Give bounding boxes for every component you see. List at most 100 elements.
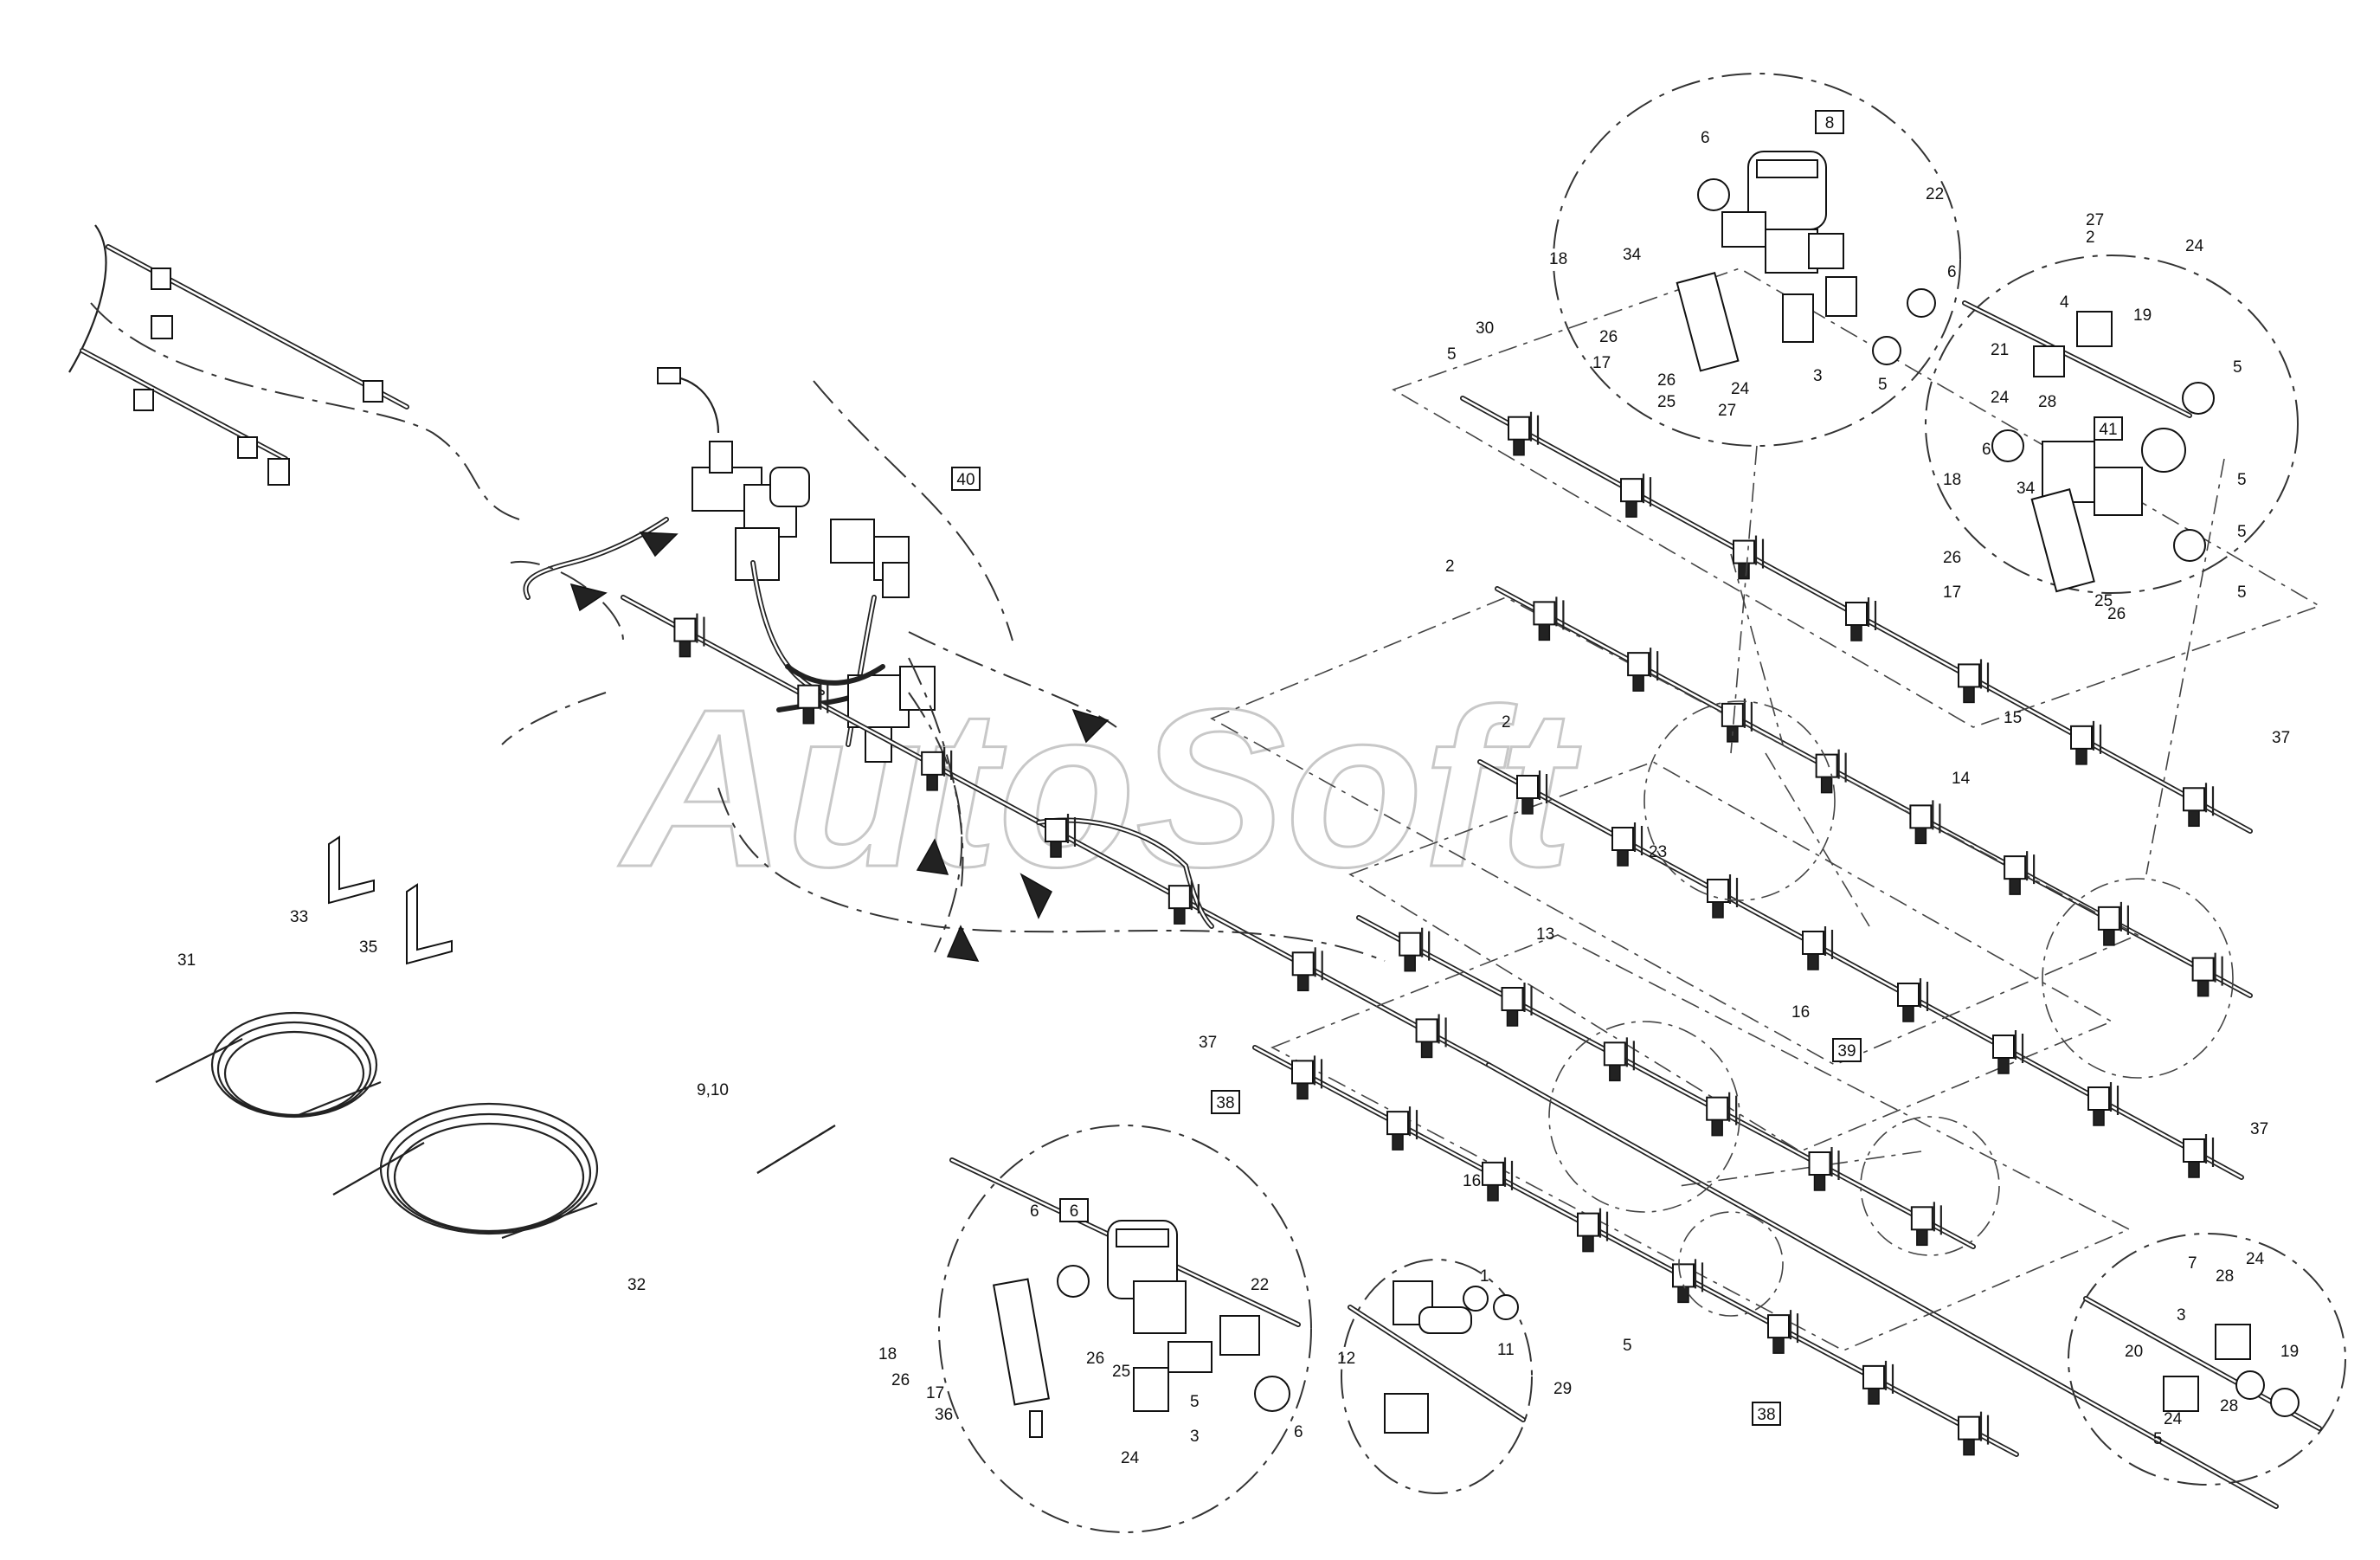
nozzle-body bbox=[1501, 983, 1533, 1027]
nozzle-body bbox=[1733, 535, 1765, 580]
nozzle-body bbox=[1767, 1310, 1799, 1354]
nozzle-body bbox=[1386, 1106, 1418, 1151]
callout-label: 7 bbox=[2188, 1254, 2197, 1273]
callout-label: 29 bbox=[1553, 1380, 1572, 1398]
callout-label: 18 bbox=[1943, 471, 1961, 489]
callout-label: 26 bbox=[1086, 1350, 1104, 1368]
callout-label: 2 bbox=[2086, 229, 2095, 247]
svg-text:38: 38 bbox=[1757, 1406, 1775, 1424]
boxed-callout: 39 bbox=[1832, 1038, 1862, 1062]
nozzle-body bbox=[1620, 474, 1652, 518]
svg-text:38: 38 bbox=[1216, 1094, 1234, 1112]
small-detail-circles bbox=[1548, 700, 2234, 1317]
nozzle-body bbox=[2183, 783, 2215, 828]
bracket-33 bbox=[328, 835, 375, 905]
watermark: AutoSoft bbox=[616, 663, 1582, 914]
nozzle-body bbox=[2191, 952, 2223, 997]
nozzle-body bbox=[1611, 822, 1643, 867]
nozzle-body bbox=[1815, 749, 1847, 794]
callout-label: 28 bbox=[2038, 393, 2056, 411]
callout-label: 24 bbox=[2164, 1410, 2183, 1428]
callout-label: 11 bbox=[1497, 1341, 1515, 1359]
nozzle-body bbox=[1291, 1055, 1323, 1100]
callout-label: 25 bbox=[1112, 1363, 1130, 1381]
callout-label: 35 bbox=[359, 938, 377, 957]
svg-text:6: 6 bbox=[1070, 1202, 1079, 1221]
nozzle-body bbox=[1808, 1147, 1840, 1191]
callout-label: 5 bbox=[2237, 471, 2247, 489]
boxed-callout: 38 bbox=[1211, 1090, 1240, 1114]
callout-label: 26 bbox=[891, 1371, 910, 1389]
nozzle-body bbox=[1603, 1037, 1635, 1082]
nozzle-body bbox=[1672, 1259, 1704, 1304]
chain-9-10 bbox=[756, 1125, 836, 1174]
callout-label: 23 bbox=[1649, 843, 1667, 861]
nozzle-body bbox=[1533, 596, 1565, 641]
nozzle-body bbox=[1862, 1360, 1894, 1405]
callout-label: 34 bbox=[1623, 246, 1642, 264]
callout-label: 3 bbox=[1190, 1428, 1200, 1446]
callout-label: 17 bbox=[926, 1384, 944, 1402]
hose-coil-31 bbox=[155, 1011, 382, 1118]
callout-label: 6 bbox=[1947, 263, 1957, 281]
callout-label: 5 bbox=[1878, 376, 1888, 394]
nozzle-body bbox=[1802, 926, 1834, 970]
callout-label: 13 bbox=[1536, 925, 1554, 944]
callout-label: 5 bbox=[1623, 1337, 1632, 1355]
nozzle-body bbox=[1845, 597, 1877, 641]
svg-text:39: 39 bbox=[1837, 1042, 1856, 1060]
callout-label: 5 bbox=[2237, 583, 2247, 602]
callout-label: 12 bbox=[1337, 1350, 1355, 1368]
callout-label: 30 bbox=[1476, 319, 1494, 338]
callout-label: 2 bbox=[1445, 558, 1455, 576]
callout-label: 4 bbox=[2060, 293, 2069, 312]
callout-label: 1 bbox=[1480, 1267, 1489, 1286]
callout-label: 31 bbox=[177, 951, 196, 970]
callout-label: 24 bbox=[1121, 1449, 1140, 1467]
callout-label: 26 bbox=[1943, 549, 1961, 567]
nozzle-body bbox=[1958, 1411, 1990, 1456]
nozzle-body bbox=[1910, 1202, 1942, 1247]
callout-label: 3 bbox=[1813, 367, 1823, 385]
callout-label: 18 bbox=[1549, 250, 1567, 268]
callout-label: 16 bbox=[1463, 1172, 1481, 1190]
callout-label: 27 bbox=[2086, 211, 2104, 229]
nozzle-body bbox=[1291, 947, 1323, 992]
callout-label: 5 bbox=[2153, 1430, 2163, 1448]
callout-label: 6 bbox=[1701, 129, 1710, 147]
callout-label: 37 bbox=[2272, 729, 2290, 747]
nozzle-body bbox=[1897, 978, 1929, 1022]
svg-text:8: 8 bbox=[1825, 114, 1835, 132]
callout-label: 19 bbox=[2280, 1343, 2299, 1361]
callout-label: 15 bbox=[2004, 709, 2022, 727]
callout-label: 27 bbox=[1718, 402, 1736, 420]
callout-label: 5 bbox=[2237, 523, 2247, 541]
callout-label: 33 bbox=[290, 908, 308, 926]
callout-label: 25 bbox=[2094, 592, 2113, 610]
hose-coil-32 bbox=[332, 1102, 599, 1240]
callout-label: 5 bbox=[1447, 345, 1457, 364]
nozzle-body bbox=[1627, 648, 1659, 692]
nozzle-body bbox=[673, 613, 705, 658]
nozzle-body bbox=[1707, 874, 1739, 919]
nozzle-body bbox=[2097, 901, 2129, 946]
callout-label: 3 bbox=[2177, 1306, 2186, 1325]
nozzle-body bbox=[2070, 720, 2102, 765]
callout-label: 25 bbox=[1657, 393, 1676, 411]
nozzle-body bbox=[1909, 800, 1941, 845]
callout-label: 6 bbox=[1294, 1423, 1303, 1441]
nozzle-group bbox=[673, 411, 2223, 1456]
callout-label: 37 bbox=[2250, 1120, 2268, 1138]
svg-text:41: 41 bbox=[2099, 421, 2117, 439]
nozzle-body bbox=[1516, 770, 1548, 815]
callout-label: 19 bbox=[2133, 306, 2152, 325]
boxed-callout: 38 bbox=[1752, 1402, 1781, 1426]
nozzle-body bbox=[2183, 1134, 2215, 1178]
callout-label: 26 bbox=[1599, 328, 1618, 346]
nozzle-body bbox=[1992, 1030, 2024, 1074]
callout-label: 21 bbox=[1991, 341, 2009, 359]
callout-label: 22 bbox=[1926, 185, 1944, 203]
nozzle-body bbox=[1958, 659, 1990, 704]
callout-label: 14 bbox=[1952, 770, 1971, 788]
